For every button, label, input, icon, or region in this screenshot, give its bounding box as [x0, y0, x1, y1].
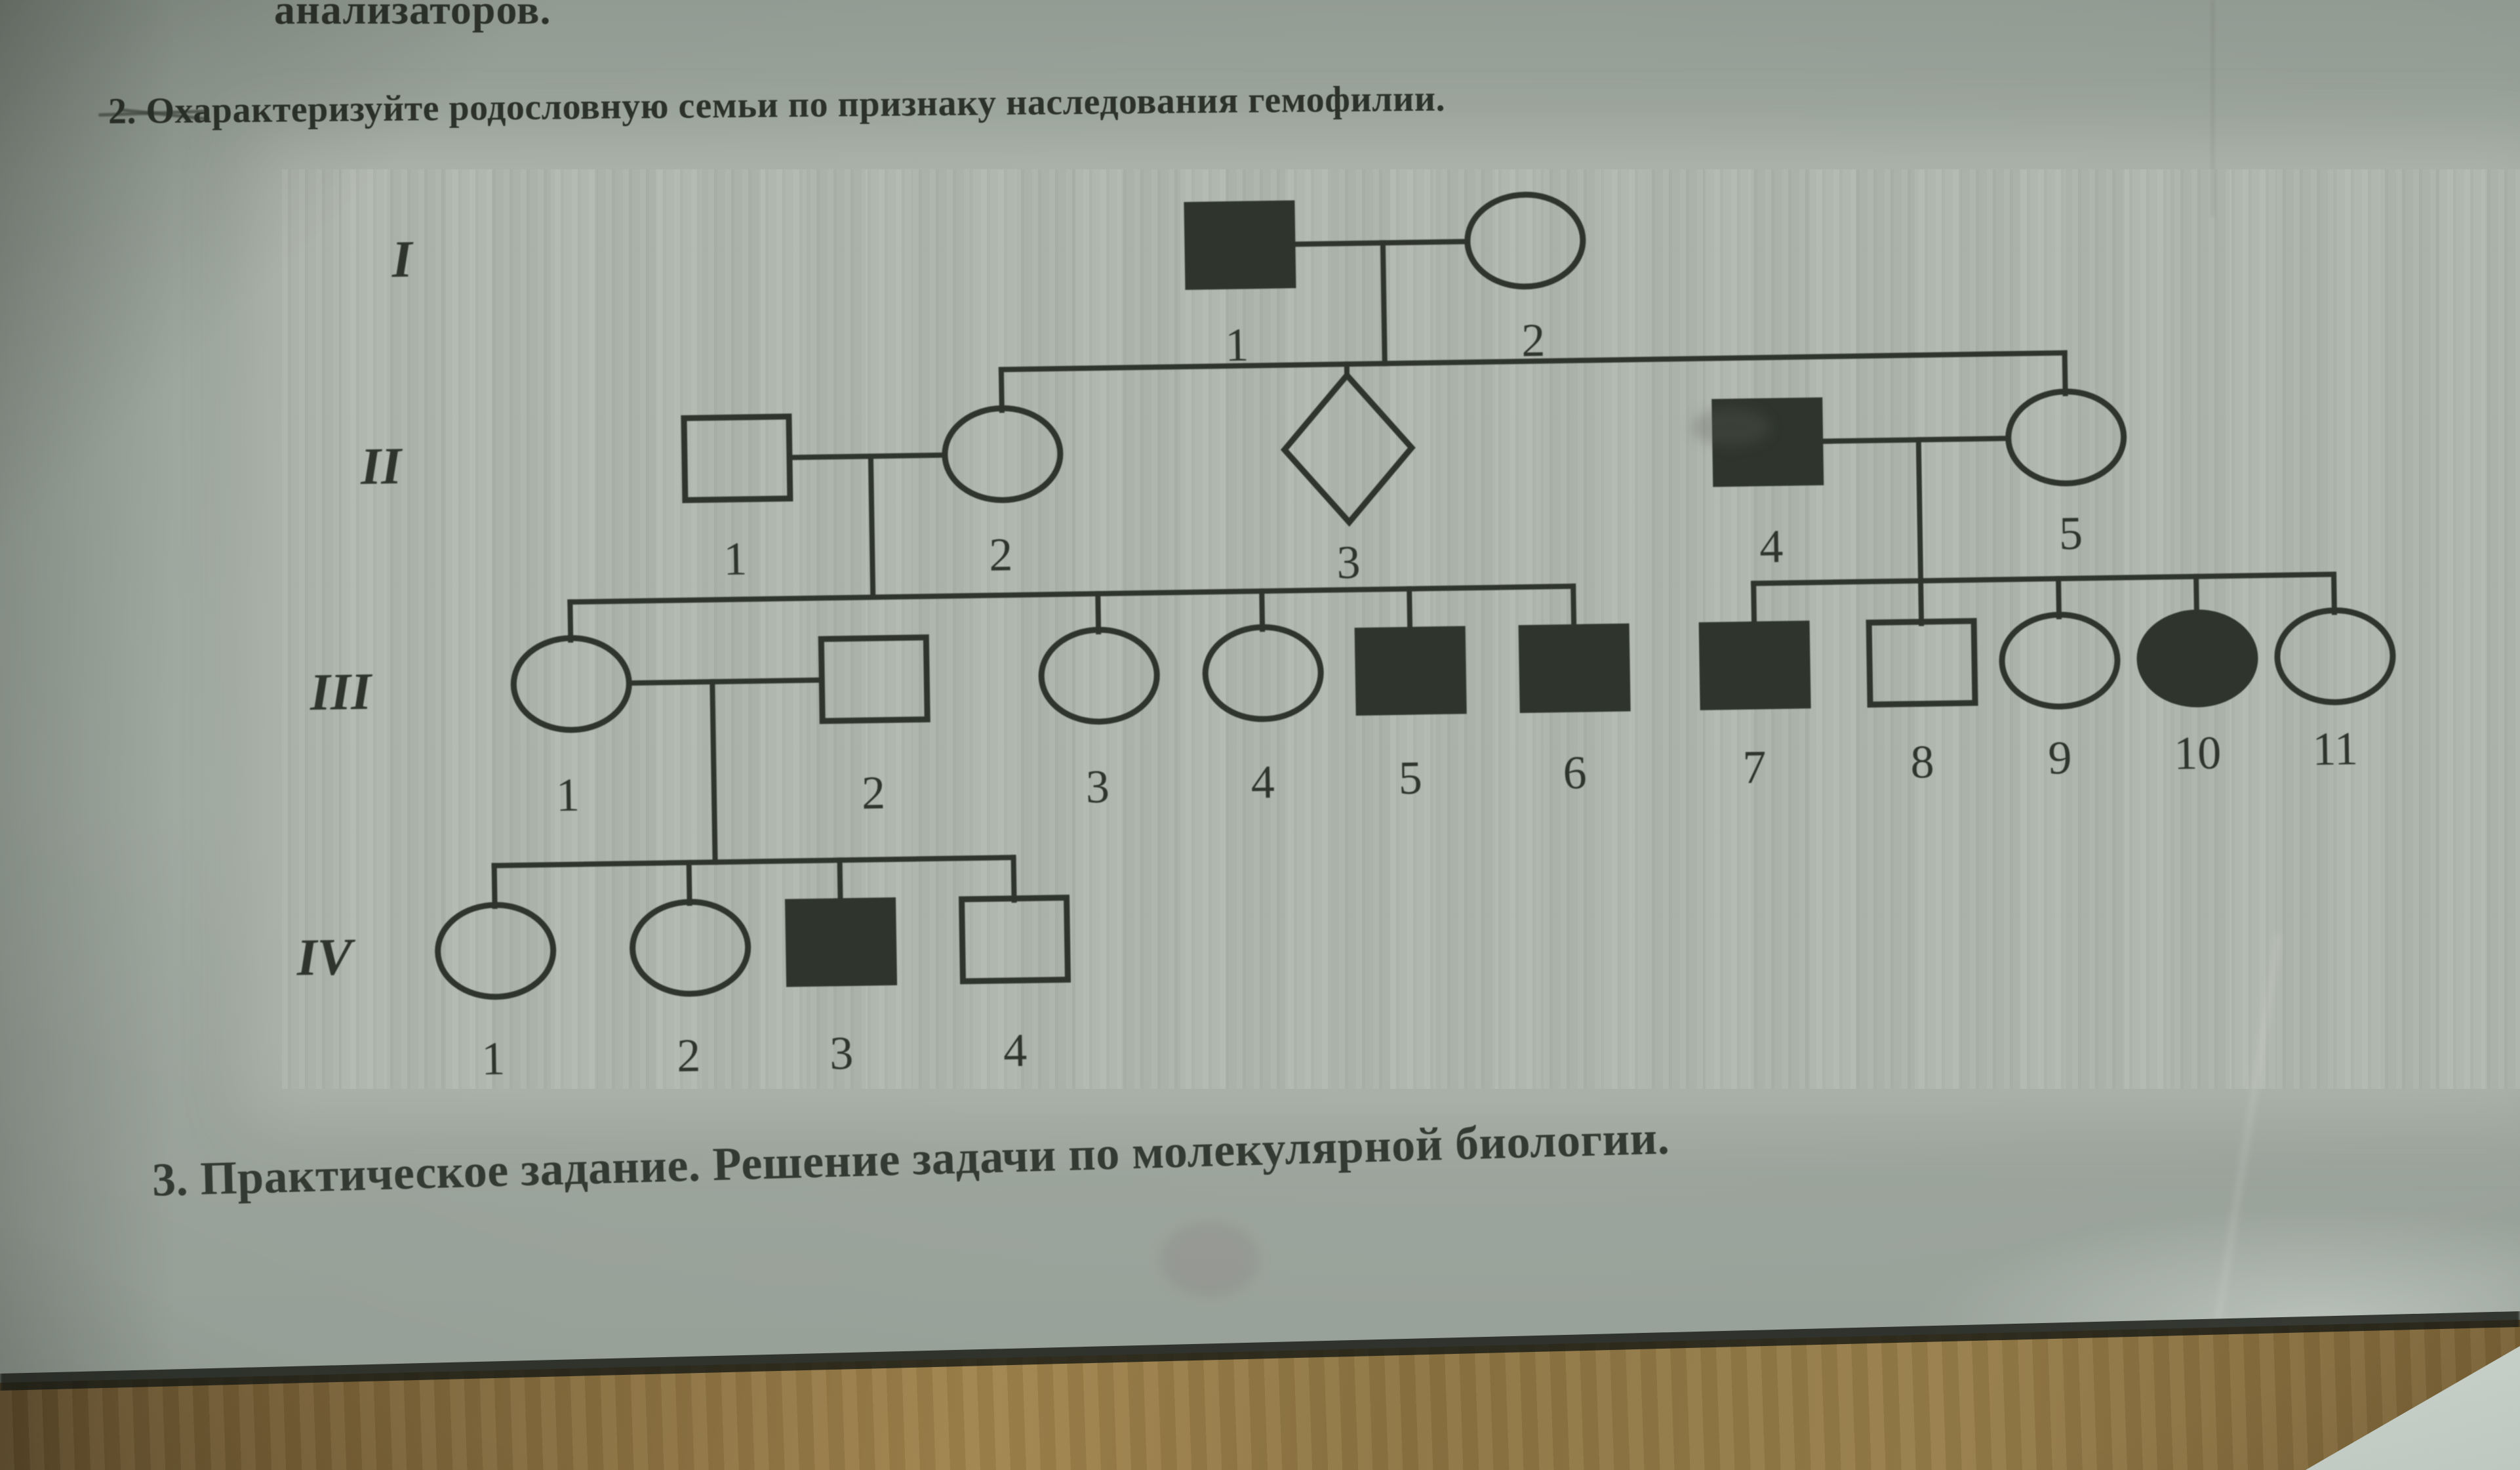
pedigree-member-number-III-11: 11 — [2312, 722, 2359, 775]
pedigree-member-IV-1 — [435, 902, 557, 1000]
pedigree-member-I-2 — [1464, 192, 1586, 290]
pedigree-member-number-I-1: 1 — [1225, 318, 1249, 371]
pedigree-member-number-II-3: 3 — [1336, 536, 1361, 589]
pedigree-connector-line — [1817, 436, 2011, 444]
pedigree-member-III-5 — [1354, 626, 1467, 716]
pedigree-member-III-10 — [2136, 609, 2258, 708]
pedigree-connector-line — [998, 350, 2068, 373]
generation-label-II: II — [359, 438, 404, 496]
generation-label-III: III — [309, 663, 374, 722]
pedigree-member-number-II-2: 2 — [989, 528, 1013, 581]
pedigree-connector-line — [710, 679, 718, 865]
pedigree-member-II-4 — [1711, 397, 1824, 487]
pedigree-connector-line — [2193, 573, 2200, 617]
pedigree-member-II-5 — [2005, 388, 2127, 487]
pedigree-member-IV-2 — [630, 899, 751, 997]
pedigree-member-number-I-2: 2 — [1521, 314, 1546, 367]
pedigree-member-number-III-7: 7 — [1742, 741, 1767, 794]
pedigree-member-number-IV-1: 1 — [481, 1032, 506, 1085]
pedigree-connector-line — [1570, 583, 1577, 632]
pedigree-member-number-III-8: 8 — [1910, 735, 1934, 788]
pedigree-connector-line — [868, 453, 876, 600]
pedigree-connector-line — [1380, 240, 1388, 367]
pedigree-member-number-III-6: 6 — [1563, 746, 1587, 799]
pedigree-member-III-7 — [1698, 621, 1811, 710]
pedigree-member-III-2 — [818, 634, 930, 724]
paper-smudge — [1161, 1221, 1259, 1297]
pedigree-connector-line — [491, 855, 1016, 868]
pedigree-connector-line — [998, 367, 1005, 413]
pedigree-member-number-IV-4: 4 — [1003, 1024, 1028, 1077]
pedigree-connector-line — [626, 677, 825, 686]
pedigree-member-number-III-3: 3 — [1085, 760, 1110, 813]
pedigree-connector-line — [1751, 581, 1757, 629]
pedigree-connector-line — [491, 863, 498, 909]
generation-label-IV: IV — [296, 928, 357, 987]
pedigree-member-II-2 — [942, 405, 1064, 503]
paper-smudge — [1692, 408, 1770, 446]
previous-line-fragment: анализаторов. — [274, 0, 551, 33]
pedigree-connector-line — [2056, 576, 2062, 620]
pedigree-member-III-3 — [1038, 626, 1160, 725]
pedigree-member-number-III-5: 5 — [1398, 751, 1422, 804]
pedigree-member-number-II-1: 1 — [723, 533, 748, 586]
pedigree-connector-line — [1751, 571, 2337, 586]
pedigree-connector-line — [686, 859, 692, 907]
pedigree-member-III-1 — [510, 635, 632, 733]
paper-crease — [2211, 0, 2214, 216]
pedigree-member-IV-4 — [958, 894, 1071, 985]
pedigree-member-number-IV-3: 3 — [830, 1027, 854, 1080]
generation-label-I: I — [391, 230, 414, 289]
pedigree-member-number-IV-2: 2 — [677, 1029, 701, 1082]
pedigree-member-III-6 — [1518, 623, 1631, 714]
pedigree-connector-line — [786, 452, 948, 460]
pedigree-connector-line — [1915, 437, 1925, 626]
pedigree-member-number-III-10: 10 — [2174, 726, 2222, 779]
pedigree-member-number-III-1: 1 — [555, 769, 580, 822]
pedigree-member-III-11 — [2274, 607, 2396, 705]
pedigree-member-I-1 — [1184, 200, 1296, 290]
pedigree-member-number-III-2: 2 — [861, 766, 885, 819]
pedigree-member-number-II-4: 4 — [1759, 520, 1784, 573]
pedigree-connector-line — [1407, 586, 1413, 634]
pedigree-connector-line — [567, 583, 1576, 605]
pedigree-member-number-III-9: 9 — [2048, 731, 2072, 785]
pedigree-member-number-III-4: 4 — [1250, 756, 1275, 809]
pedigree-member-number-II-5: 5 — [2058, 507, 2083, 560]
pedigree-connector-line — [2062, 350, 2068, 396]
pedigree-member-III-9 — [1999, 611, 2121, 710]
pedigree-member-II-3 — [1280, 371, 1416, 527]
pedigree-connector-line — [837, 857, 843, 906]
pedigree-member-II-1 — [681, 413, 793, 504]
pedigree-member-IV-3 — [785, 897, 898, 987]
pedigree-member-III-4 — [1202, 624, 1324, 722]
pedigree-member-III-8 — [1866, 618, 1978, 708]
